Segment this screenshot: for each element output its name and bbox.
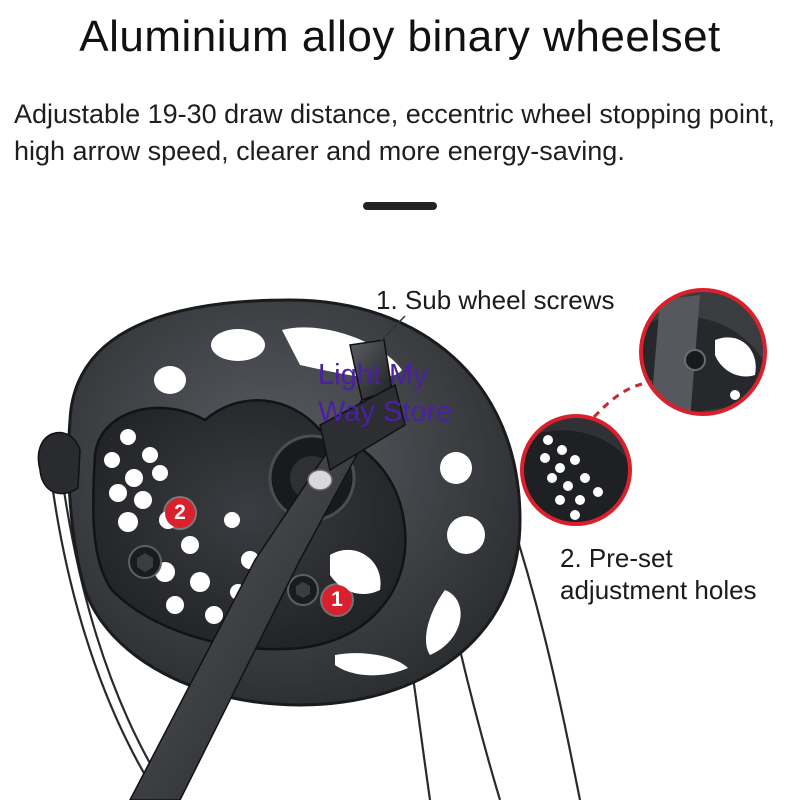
sub-wheel-screws xyxy=(128,545,319,606)
callout-sub-wheel-screws: 1. Sub wheel screws xyxy=(376,285,615,315)
zoom-circle-holes xyxy=(520,414,632,526)
callout-leader-line xyxy=(379,315,406,343)
zoom-connector-line xyxy=(592,380,653,419)
watermark-line1: Light My xyxy=(318,359,428,391)
store-watermark: Light My Way Store xyxy=(318,357,498,431)
string-loop xyxy=(37,431,81,495)
zoom-circle-screws xyxy=(639,288,767,416)
bow-limb xyxy=(129,339,406,800)
watermark-line2: Way Store xyxy=(318,396,453,428)
callout-preset-holes-line2: adjustment holes xyxy=(560,575,757,605)
marker-one: 1 xyxy=(322,585,352,615)
page-title: Aluminium alloy binary wheelset xyxy=(79,12,721,61)
divider-bar xyxy=(363,202,437,210)
page-subtitle: Adjustable 19-30 draw distance, eccentri… xyxy=(14,99,775,166)
preset-adjustment-holes xyxy=(104,429,259,624)
callout-preset-holes-line1: 2. Pre-set xyxy=(560,543,673,573)
marker-two: 2 xyxy=(165,498,195,528)
callout-preset-holes: 2. Pre-set adjustment holes xyxy=(560,542,757,606)
